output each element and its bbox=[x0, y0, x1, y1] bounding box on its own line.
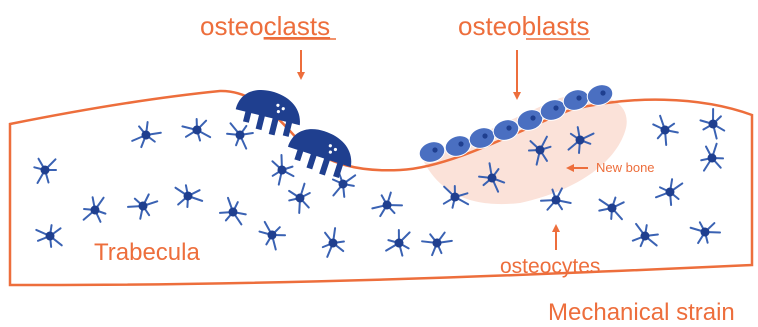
osteocyte-star-icon bbox=[175, 183, 203, 209]
osteocyte-star-icon bbox=[83, 196, 107, 222]
osteoblasts-label: osteoblasts bbox=[458, 11, 590, 41]
osteocyte-star-icon bbox=[697, 108, 729, 141]
osteocyte-star-icon bbox=[255, 219, 287, 250]
osteocyte-star-icon bbox=[285, 183, 315, 215]
osteocytes-label: osteocytes bbox=[500, 255, 600, 278]
osteocyte-star-icon bbox=[655, 176, 685, 207]
osteocyte-star-icon bbox=[632, 223, 659, 248]
osteocyte-star-icon bbox=[699, 143, 725, 171]
osteocyte-star-icon bbox=[385, 228, 412, 257]
osteocyte-star-icon bbox=[690, 216, 722, 247]
osteocyte-star-icon bbox=[218, 197, 249, 227]
osteocyte-star-icon bbox=[421, 226, 454, 258]
osteocyte-star-icon bbox=[598, 196, 624, 219]
osteocyte-group bbox=[34, 108, 730, 258]
mechanical-strain-label: Mechanical strain bbox=[548, 299, 735, 326]
trabecula-label: Trabecula bbox=[94, 239, 200, 266]
osteoclasts-label: osteoclasts bbox=[200, 11, 330, 41]
osteocyte-star-icon bbox=[127, 189, 159, 222]
osteoclast-2 bbox=[283, 122, 359, 182]
osteocyte-star-icon bbox=[318, 227, 347, 258]
osteocyte-star-icon bbox=[34, 159, 56, 183]
osteocyte-star-icon bbox=[648, 113, 681, 145]
osteocyte-star-icon bbox=[266, 153, 297, 185]
new-bone-label: New bone bbox=[596, 160, 655, 175]
osteocyte-star-icon bbox=[370, 189, 403, 221]
osteocyte-star-icon bbox=[182, 117, 211, 145]
osteocyte-star-icon bbox=[224, 120, 254, 149]
osteocyte-star-icon bbox=[130, 120, 162, 152]
osteocyte-star-icon bbox=[36, 224, 62, 248]
